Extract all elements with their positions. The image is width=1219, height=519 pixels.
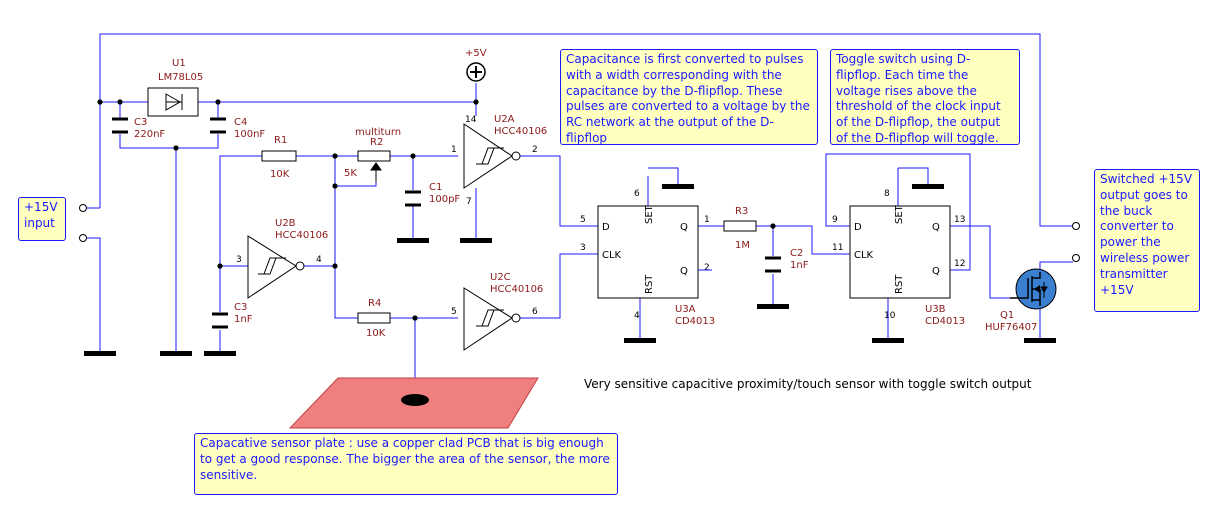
junctions <box>97 99 776 321</box>
svg-text:RST: RST <box>644 274 655 294</box>
resistor-r3: R3 1M <box>723 206 757 251</box>
svg-text:6: 6 <box>634 189 640 199</box>
svg-text:R1: R1 <box>274 135 287 146</box>
flipflop-u3b: D CLK Q Q SET RST 9 11 13 12 8 10 U3B CD… <box>832 189 965 327</box>
input-note: +15V input <box>18 197 66 241</box>
inverter-u2a: U2A HCC40106 1 2 14 7 <box>451 114 547 207</box>
inverter-u2b: U2B HCC40106 3 4 <box>236 218 328 299</box>
svg-text:4: 4 <box>316 255 322 265</box>
svg-text:1nF: 1nF <box>234 314 253 325</box>
svg-text:R3: R3 <box>735 206 748 217</box>
svg-text:D: D <box>602 222 610 233</box>
capacitor-c3a: C3 220nF <box>112 117 165 140</box>
svg-text:14: 14 <box>465 115 477 125</box>
svg-text:5: 5 <box>580 215 586 225</box>
svg-text:Q1: Q1 <box>1000 310 1014 321</box>
svg-text:SET: SET <box>894 204 905 224</box>
svg-text:2: 2 <box>532 145 538 155</box>
capacitor-c4: C4 100nF <box>210 117 265 140</box>
svg-text:1M: 1M <box>735 240 750 251</box>
svg-text:8: 8 <box>884 189 890 199</box>
capacitance-note: Capacitance is first converted to pulses… <box>560 49 818 145</box>
svg-text:12: 12 <box>954 259 965 269</box>
svg-text:HCC40106: HCC40106 <box>275 230 328 241</box>
diagram-caption: Very sensitive capacitive proximity/touc… <box>584 377 1032 391</box>
sensor-plate <box>288 377 539 429</box>
svg-text:U2B: U2B <box>275 218 296 229</box>
regulator-u1: U1 LM78L05 <box>147 58 203 117</box>
inverter-u2c: U2C HCC40106 5 6 <box>451 272 543 351</box>
svg-text:RST: RST <box>894 274 905 294</box>
svg-text:1nF: 1nF <box>790 260 809 271</box>
resistor-r2: multiturn R2 5K <box>344 127 401 182</box>
capacitor-c3b: C3 1nF <box>212 302 253 329</box>
svg-text:4: 4 <box>634 311 640 321</box>
svg-text:CD4013: CD4013 <box>675 316 715 327</box>
svg-text:3: 3 <box>236 255 242 265</box>
output-note: Switched +15V output goes to the buck co… <box>1094 169 1200 312</box>
svg-text:1: 1 <box>451 145 457 155</box>
svg-text:R4: R4 <box>368 298 381 309</box>
svg-text:CD4013: CD4013 <box>925 316 965 327</box>
svg-text:13: 13 <box>954 215 965 225</box>
input-terminals[interactable] <box>79 204 87 242</box>
svg-text:5: 5 <box>451 307 457 317</box>
svg-text:C2: C2 <box>790 248 803 259</box>
u1-value: LM78L05 <box>158 72 203 83</box>
toggle-note: Toggle switch using D-flipflop. Each tim… <box>830 49 1020 145</box>
svg-text:220nF: 220nF <box>134 129 165 140</box>
svg-text:Q: Q <box>932 266 940 277</box>
svg-text:C3: C3 <box>134 117 147 128</box>
svg-text:U3A: U3A <box>675 304 696 315</box>
svg-text:SET: SET <box>644 204 655 224</box>
svg-text:2: 2 <box>704 263 710 273</box>
svg-text:Q: Q <box>680 222 688 233</box>
ground-symbols <box>84 184 1056 356</box>
svg-text:5K: 5K <box>344 168 357 179</box>
mosfet-q1: Q1 HUF76407 <box>985 268 1057 333</box>
svg-text:U2A: U2A <box>494 114 515 125</box>
svg-text:HCC40106: HCC40106 <box>494 126 547 137</box>
svg-text:CLK: CLK <box>602 250 622 261</box>
svg-text:C3: C3 <box>234 302 247 313</box>
resistor-r4: R4 10K <box>357 298 391 339</box>
svg-text:C4: C4 <box>234 117 247 128</box>
capacitor-c2: C2 1nF <box>765 248 809 273</box>
resistor-r1: R1 10K <box>261 135 297 180</box>
capacitor-c1: C1 100pF <box>405 182 460 207</box>
svg-text:D: D <box>854 222 862 233</box>
svg-text:Q: Q <box>932 222 940 233</box>
svg-text:R2: R2 <box>370 137 383 148</box>
svg-text:CLK: CLK <box>854 250 874 261</box>
svg-text:10: 10 <box>884 311 896 321</box>
flipflop-u3a: D CLK Q Q SET RST 5 3 1 2 6 4 U3A CD4013 <box>580 189 715 327</box>
svg-text:HUF76407: HUF76407 <box>985 322 1037 333</box>
svg-text:3: 3 <box>580 243 586 253</box>
output-terminals[interactable] <box>1072 222 1080 262</box>
svg-text:100nF: 100nF <box>234 129 265 140</box>
svg-text:HCC40106: HCC40106 <box>490 284 543 295</box>
svg-text:C1: C1 <box>429 182 442 193</box>
svg-text:U3B: U3B <box>925 304 946 315</box>
svg-text:U2C: U2C <box>490 272 511 283</box>
vcc-label: +5V <box>465 48 487 59</box>
svg-text:Q: Q <box>680 266 688 277</box>
u1-ref: U1 <box>172 58 186 69</box>
svg-text:10K: 10K <box>270 169 290 180</box>
svg-text:multiturn: multiturn <box>355 127 401 138</box>
svg-text:11: 11 <box>832 243 843 253</box>
svg-text:7: 7 <box>466 197 472 207</box>
sensor-note: Capacative sensor plate : use a copper c… <box>194 433 618 495</box>
svg-text:6: 6 <box>532 307 538 317</box>
svg-text:10K: 10K <box>366 328 386 339</box>
svg-text:9: 9 <box>832 215 838 225</box>
vcc-symbol: +5V <box>465 48 487 82</box>
svg-text:1: 1 <box>704 215 710 225</box>
svg-text:100pF: 100pF <box>429 194 460 205</box>
